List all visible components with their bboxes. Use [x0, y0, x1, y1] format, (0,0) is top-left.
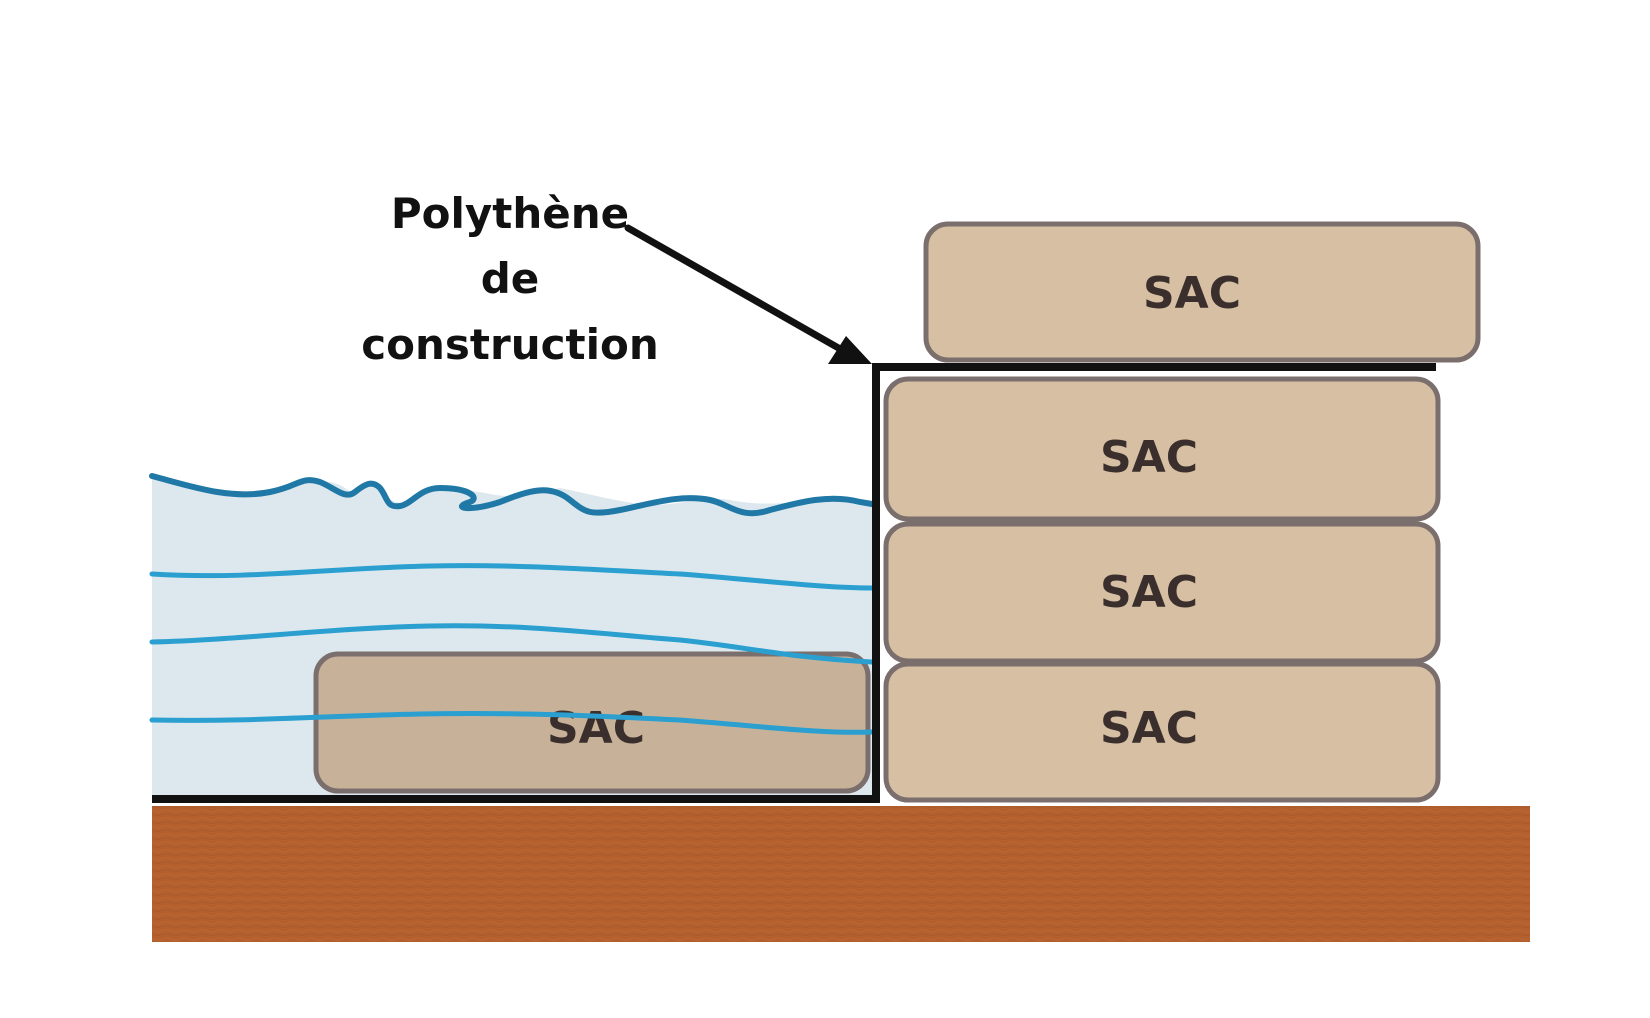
- sandbag-stack-1: SAC: [883, 376, 1441, 522]
- label-line-2: de: [481, 254, 540, 303]
- sandbag-stack-2: SAC: [883, 521, 1441, 664]
- sandbag-stack-3: SAC: [883, 661, 1441, 803]
- wave-line-3: [149, 710, 875, 735]
- sandbag-stack-1-label: SAC: [1100, 432, 1198, 483]
- pointer-arrow: [624, 224, 872, 364]
- polythene-label: Polythène de construction: [361, 189, 658, 369]
- wave-surface: [149, 473, 875, 517]
- wave-line-2: [149, 623, 875, 665]
- sandbag-submerged: SAC: [313, 651, 871, 794]
- label-line-3: construction: [361, 320, 658, 369]
- sandbag-top: SAC: [923, 221, 1481, 363]
- sandbag-submerged-label: SAC: [547, 703, 645, 754]
- sandbag-stack-2-label: SAC: [1100, 567, 1198, 618]
- sandbag-stack-3-label: SAC: [1100, 703, 1198, 754]
- ground-soil: [152, 806, 1530, 942]
- wave-line-1: [149, 563, 875, 591]
- polythene-sheet: [152, 363, 1436, 803]
- label-line-1: Polythène: [391, 189, 629, 238]
- sandbag-top-label: SAC: [1143, 268, 1241, 319]
